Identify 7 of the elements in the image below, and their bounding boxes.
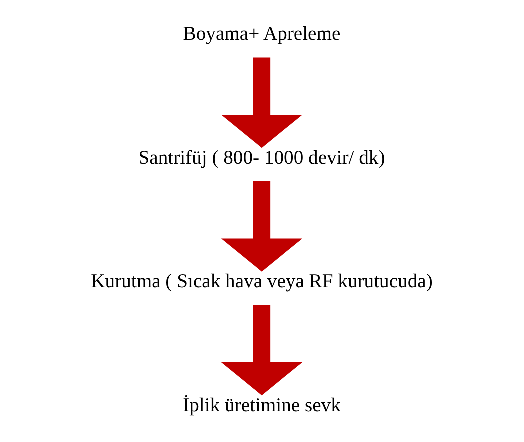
node-text: Kurutma ( Sıcak hava veya RF kurutucuda) (91, 272, 433, 293)
node-text: Boyama+ Apreleme (183, 24, 341, 46)
node-text: İplik üretimine sevk (183, 395, 341, 416)
arrow (221, 58, 303, 148)
arrow (221, 305, 303, 396)
arrow (221, 181, 303, 272)
node-text: Santrifüj ( 800- 1000 devir/ dk) (138, 148, 386, 169)
